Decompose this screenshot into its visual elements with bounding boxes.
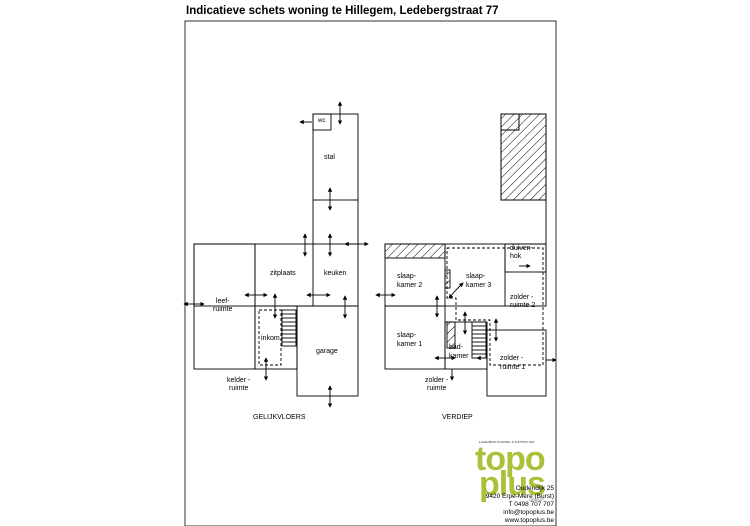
upper-floor-plan <box>384 113 547 397</box>
logo-tagline: LANDMEETKUNDE & EXPERTISE <box>479 441 535 445</box>
wall-garage <box>296 305 359 397</box>
hatched-strip <box>384 243 446 259</box>
page-title: Indicatieve schets woning te Hillegem, L… <box>186 5 499 17</box>
stairs-upper <box>471 321 487 359</box>
upper-floor-arrows <box>375 263 557 381</box>
address-phone: T 0498 707 707 <box>508 501 554 508</box>
wall-wc <box>312 113 332 131</box>
label-zolderruimte: zolder - ruimte <box>425 377 449 392</box>
label-slaapkamer-2: slaap- kamer 2 <box>397 273 423 289</box>
label-garage: garage <box>316 348 338 355</box>
label-slaapkamer-3: slaap- kamer 3 <box>466 273 492 289</box>
label-leefruimte: leef- ruimte <box>213 298 233 313</box>
label-keuken: keuken <box>324 270 347 277</box>
address-web[interactable]: www.topoplus.be <box>504 517 554 524</box>
logo-word-topo: topo <box>475 440 546 478</box>
label-zitplaats: zitplaats <box>270 270 296 277</box>
topoplus-logo: LANDMEETKUNDE & EXPERTISE topo plus GROU… <box>471 441 555 526</box>
wall-stal <box>312 113 359 201</box>
ground-floor-arrows <box>183 101 369 408</box>
label-zolderruimte-2: zolder - ruimte 2 <box>510 294 536 309</box>
label-stal: stal <box>324 154 335 161</box>
sheet-border <box>184 20 557 526</box>
label-gelijkvloers: GELIJKVLOERS <box>253 414 306 421</box>
label-badkamer: bad- kamer <box>449 344 469 360</box>
ground-floor-plan <box>193 113 359 397</box>
logo-sub: GROUP <box>529 497 544 502</box>
label-slaapkamer-1: slaap- kamer 1 <box>397 332 423 348</box>
label-wc: wc <box>318 118 326 124</box>
wall-duivenhok <box>504 243 547 273</box>
label-duivenhok: duiven- hok <box>510 245 533 260</box>
wall-upper-main <box>384 243 547 307</box>
address-city: 9420 Erpe-Mere (Burst) <box>485 493 554 500</box>
stairs-ground <box>281 309 297 347</box>
label-inkom: inkom <box>261 335 280 342</box>
label-zolderruimte-1: zolder - ruimte 1 <box>500 355 526 371</box>
label-verdiep: VERDIEP <box>442 414 473 421</box>
address-street: Oudendijk 25 <box>515 485 554 492</box>
kelder-outline <box>258 309 282 366</box>
wall-zolder1 <box>486 329 547 397</box>
logo-word-plus: plus <box>479 465 546 503</box>
address-email[interactable]: info@topoplus.be <box>503 509 554 516</box>
label-kelderruimte: kelder - ruimte <box>227 377 251 392</box>
